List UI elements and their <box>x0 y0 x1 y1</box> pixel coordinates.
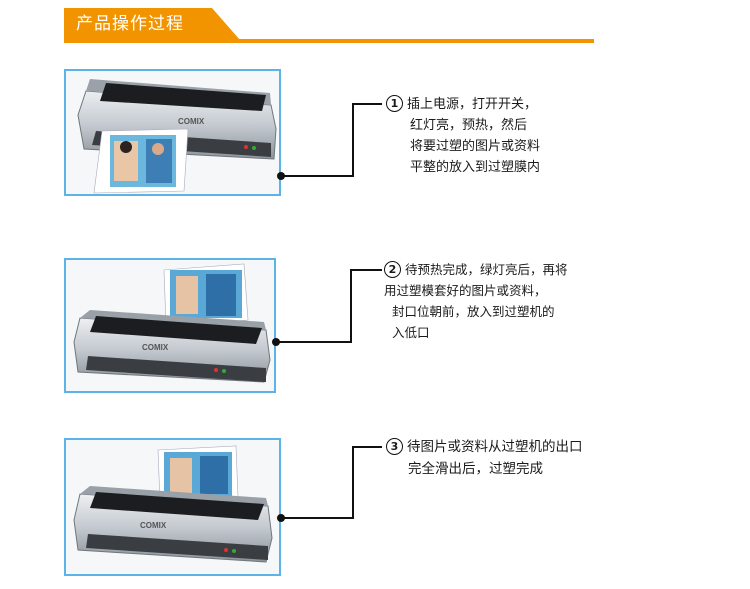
step-1-number: 1 <box>386 95 403 112</box>
step-1-line-2: 红灯亮，预热，然后 <box>410 118 528 133</box>
step-2-line-2: 用过塑模套好的图片或资料， <box>384 283 547 298</box>
header-underline <box>64 39 594 43</box>
step-1-photo: COMIX <box>64 69 281 196</box>
connector-top-2 <box>350 269 382 271</box>
page-title: 产品操作过程 <box>76 14 184 34</box>
step-1-text: 1 插上电源，打开开关， 红灯亮，预热，然后 将要过塑的图片或资料 平整的放入到过… <box>386 94 540 178</box>
step-2-line-4: 入低口 <box>392 325 430 340</box>
connector-h-3 <box>281 517 354 519</box>
step-1-line-3: 将要过塑的图片或资料 <box>410 139 541 154</box>
step-2-text: 2 待预热完成，绿灯亮后，再将 用过塑模套好的图片或资料， 封口位朝前，放入到过塑… <box>384 259 568 343</box>
step-3-photo: COMIX <box>64 438 281 576</box>
step-2-line-1: 待预热完成，绿灯亮后，再将 <box>405 262 568 277</box>
connector-top-1 <box>352 103 382 105</box>
connector-v-2 <box>350 269 352 343</box>
svg-text:COMIX: COMIX <box>142 343 169 352</box>
step-3-line-1: 待图片或资料从过塑机的出口 <box>407 439 583 455</box>
connector-v-3 <box>352 446 354 519</box>
step-2-line-3: 封口位朝前，放入到过塑机的 <box>392 304 555 319</box>
step-1-line-4: 平整的放入到过塑膜内 <box>410 160 541 175</box>
connector-h-1 <box>281 175 354 177</box>
step-1-line-1: 插上电源，打开开关， <box>407 97 538 112</box>
step-2-photo: COMIX <box>64 258 276 393</box>
svg-text:COMIX: COMIX <box>178 117 205 126</box>
header-tab <box>64 8 240 40</box>
connector-top-3 <box>352 446 382 448</box>
connector-h-2 <box>276 341 352 343</box>
step-3-line-2: 完全滑出后，过塑完成 <box>408 461 543 477</box>
connector-v-1 <box>352 103 354 177</box>
svg-text:COMIX: COMIX <box>140 521 167 530</box>
step-3-number: 3 <box>386 438 403 455</box>
step-2-number: 2 <box>384 261 401 278</box>
section-header: 产品操作过程 <box>64 8 594 44</box>
